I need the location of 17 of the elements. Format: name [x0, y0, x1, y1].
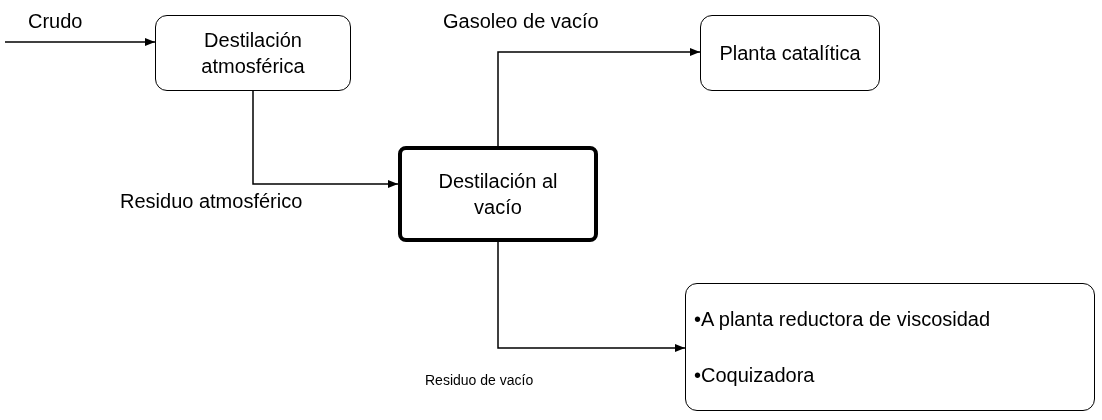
edge-label: Crudo [28, 10, 83, 33]
arrow [252, 90, 399, 188]
process-box [700, 15, 880, 91]
process-box [155, 15, 351, 91]
arrow [497, 48, 701, 147]
box-label: Destilación al vacío [438, 169, 558, 220]
edge-label: Gasoleo de vacío [443, 10, 599, 33]
process-box-bold [398, 146, 598, 242]
list-item: •A planta reductora de viscosidad [694, 307, 991, 332]
arrow [4, 38, 156, 46]
edge-label: Residuo de vacío [425, 372, 534, 388]
arrow [497, 241, 686, 352]
list-item: •Coquizadora [694, 363, 815, 388]
process-box [685, 283, 1095, 411]
edge-label: Residuo atmosférico [120, 190, 303, 213]
box-label: Destilación atmosférica [200, 28, 306, 79]
box-label: Planta catalítica [719, 41, 861, 66]
